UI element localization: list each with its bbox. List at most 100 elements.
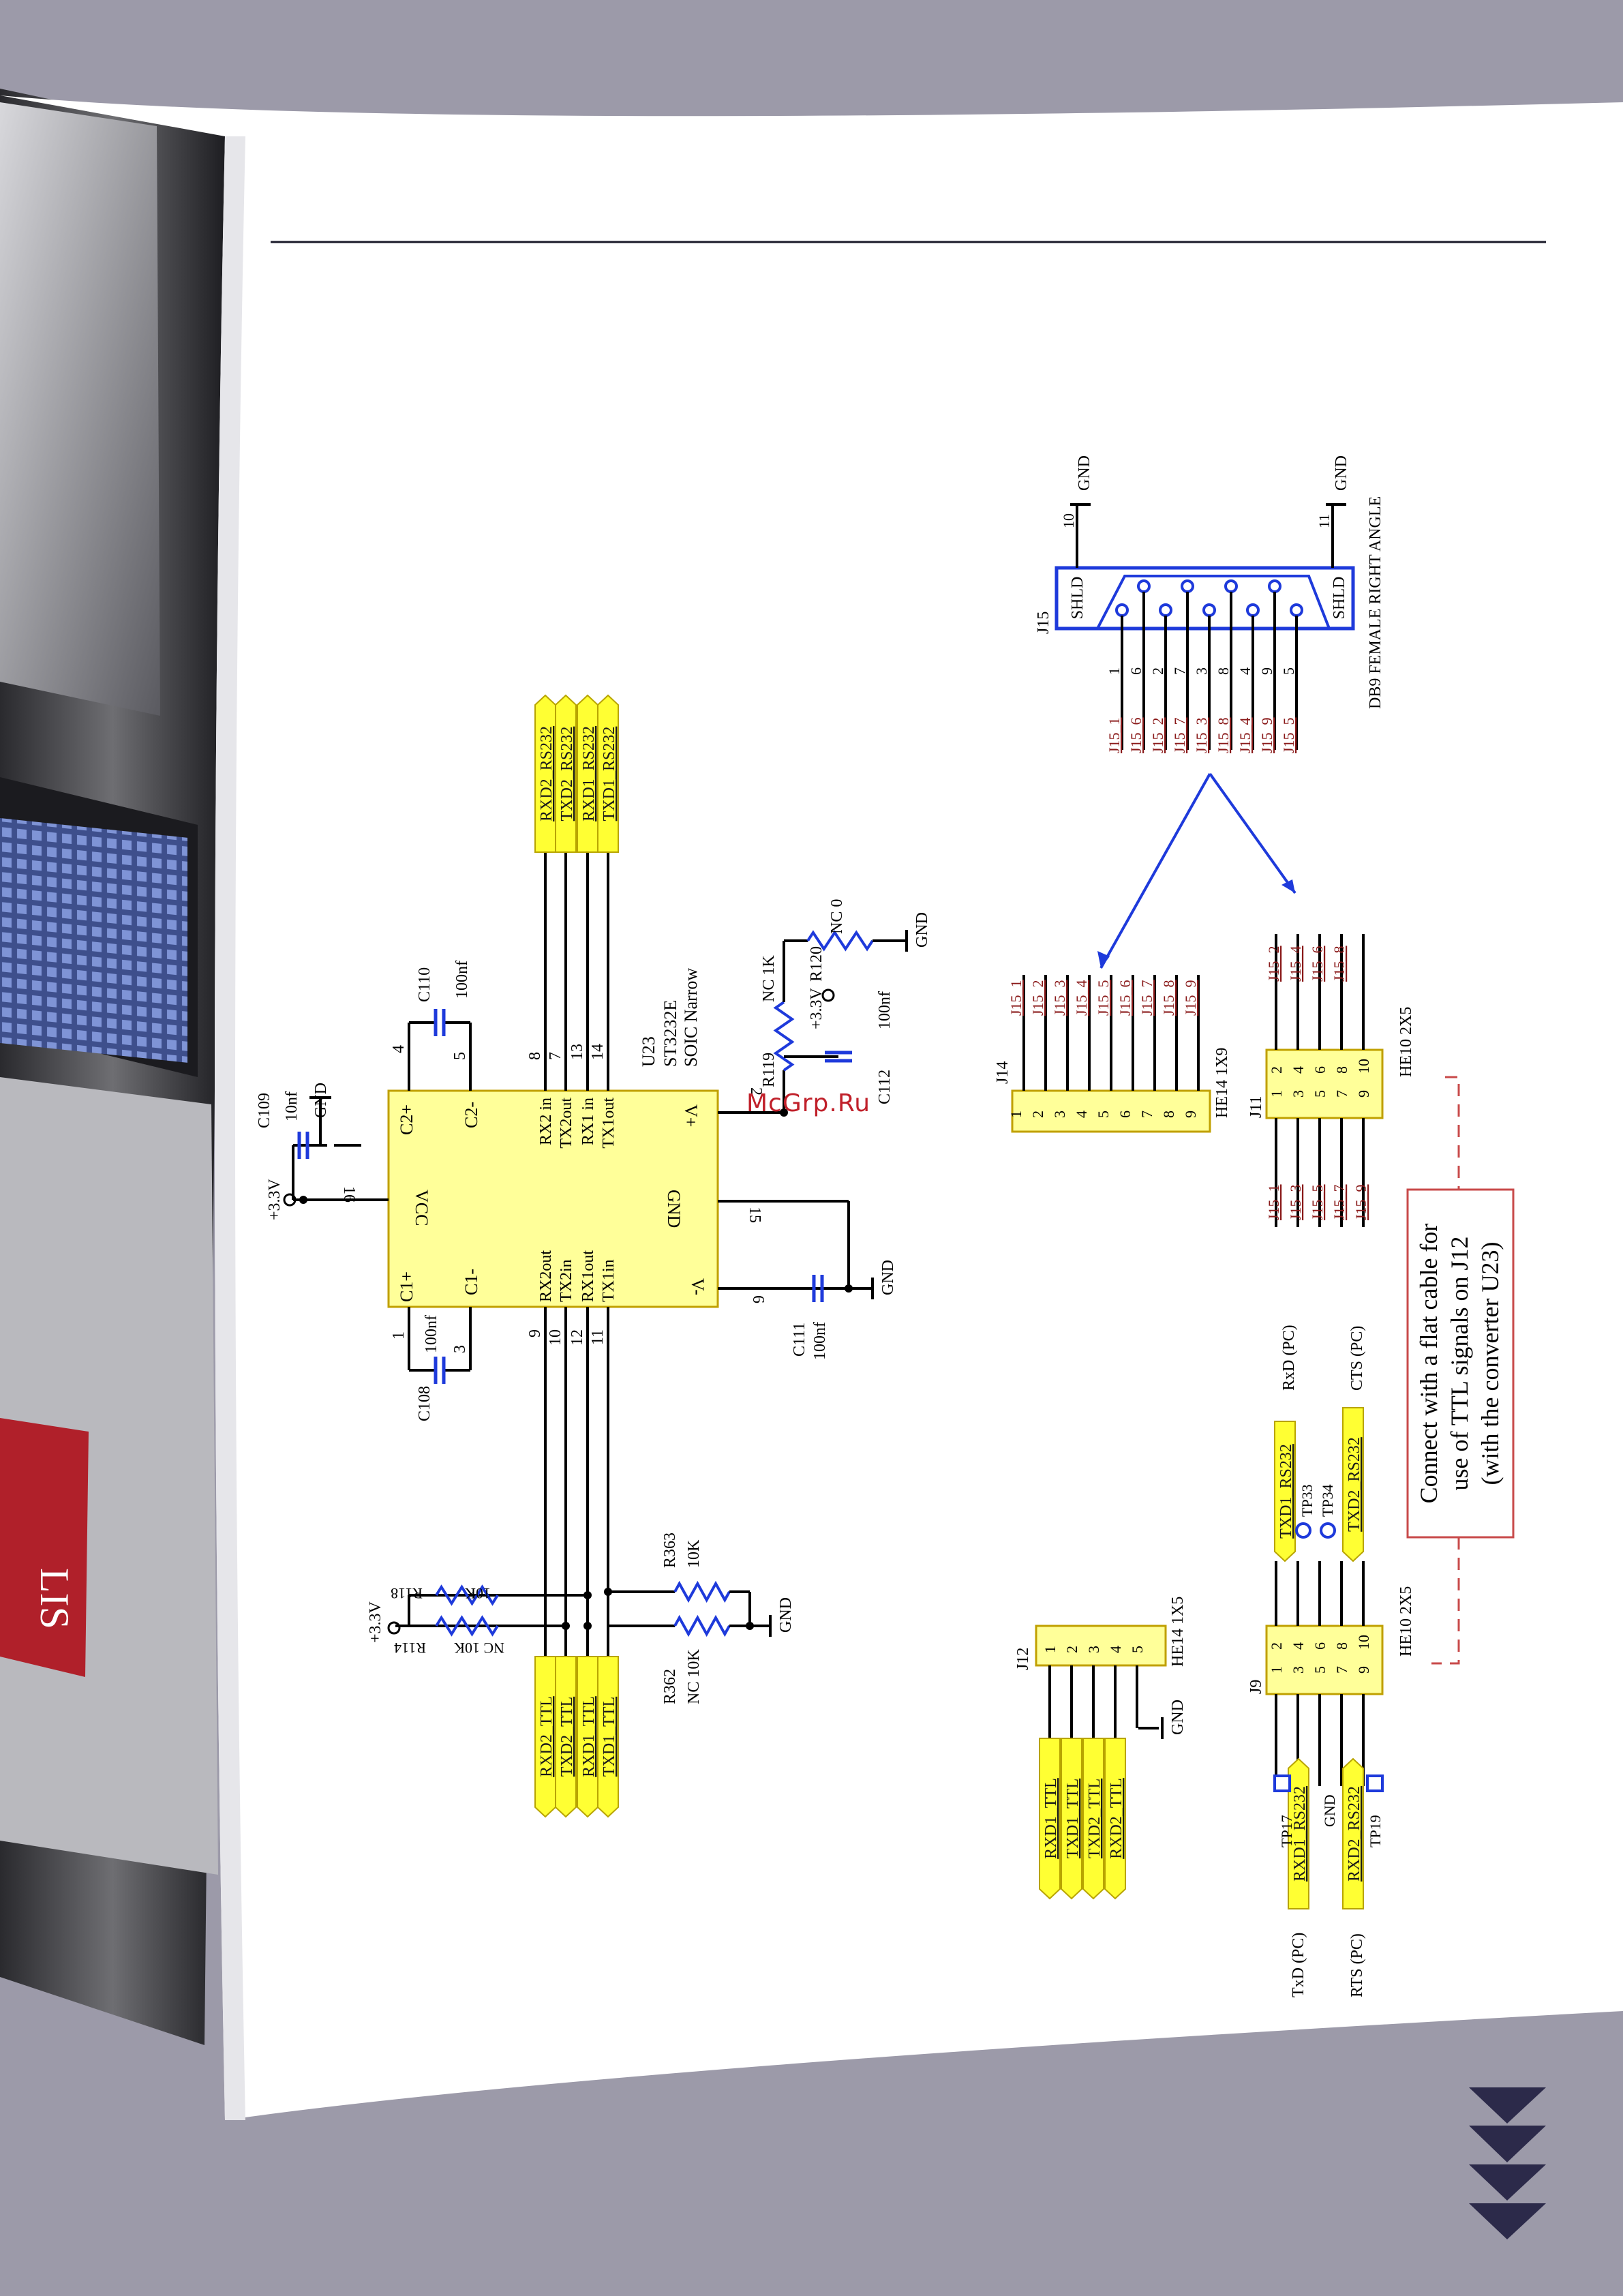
page-nav-arrows xyxy=(1469,2087,1546,2239)
j11-pin-num: 3 xyxy=(1290,1090,1307,1098)
j14-net: J15_6 xyxy=(1117,980,1134,1016)
j11-net-even: J15_6 xyxy=(1309,946,1326,982)
device-brand-label: LIS xyxy=(32,1568,77,1629)
j9-top-signal: RxD (PC) xyxy=(1280,1325,1298,1391)
note-line: Connect with a flat cable for xyxy=(1415,1224,1442,1504)
j9-pin-num: 1 xyxy=(1268,1666,1285,1674)
j15-net: J15_4 xyxy=(1237,717,1254,753)
u23-pin-name: TX2out xyxy=(558,1098,575,1149)
j14-pin-num: 9 xyxy=(1182,1111,1199,1118)
ground-label: GND xyxy=(1169,1700,1187,1735)
j9-ref: J9 xyxy=(1247,1680,1265,1694)
ground-label: GND xyxy=(879,1260,897,1295)
u23-pin-name: TX1in xyxy=(600,1259,618,1302)
j15-net: J15_9 xyxy=(1258,717,1275,753)
u23-pin-num: 3 xyxy=(451,1345,469,1353)
j14-net: J15_5 xyxy=(1095,980,1112,1016)
j15-shld-pin-num: 10 xyxy=(1060,513,1077,528)
r120-value: NC 0 xyxy=(828,899,846,934)
j11-pin-num: 1 xyxy=(1268,1090,1285,1098)
r119 xyxy=(773,1001,795,1072)
tp33-label: TP33 xyxy=(1299,1484,1316,1517)
j14-net: J15_4 xyxy=(1073,980,1090,1016)
u23-part: ST3232E xyxy=(661,1000,680,1067)
j14-pin-num: 6 xyxy=(1117,1111,1134,1118)
u23-pin-name: C2- xyxy=(461,1102,481,1128)
j14-pin-num: 1 xyxy=(1007,1111,1025,1118)
j15-pin-num: 5 xyxy=(1280,667,1297,675)
c109-ref: C109 xyxy=(256,1093,273,1128)
u23-pin-num: 9 xyxy=(526,1329,544,1338)
j15-net: J15_1 xyxy=(1106,717,1123,753)
j11-pin-num: 9 xyxy=(1355,1090,1372,1098)
j11-net-odd: J15_3 xyxy=(1287,1184,1304,1220)
j11-net-odd: J15_7 xyxy=(1331,1184,1348,1220)
j14-desc: HE14 1X9 xyxy=(1213,1048,1231,1118)
j15-pin-hole xyxy=(1224,579,1238,593)
j15-net: J15_3 xyxy=(1193,717,1210,753)
j15-pin-num: 4 xyxy=(1237,667,1254,675)
tp34-icon xyxy=(1320,1522,1336,1539)
j14-net: J15_7 xyxy=(1138,980,1155,1016)
j15-net: J15_8 xyxy=(1215,717,1232,753)
j12-flag-1 xyxy=(1061,1738,1082,1900)
j11-pin-num: 5 xyxy=(1311,1090,1329,1098)
j15-pin-hole xyxy=(1137,579,1151,593)
j12-pin-num: 5 xyxy=(1129,1646,1146,1653)
j12-flag-3 xyxy=(1104,1738,1126,1900)
tp33-icon xyxy=(1295,1522,1311,1539)
j9-flag-bottom-0-text: RXD1_RS232 xyxy=(1291,1786,1309,1882)
j14-pin-num: 8 xyxy=(1160,1111,1177,1118)
j9-pin-num: 4 xyxy=(1290,1642,1307,1650)
j11-net-odd: J15_5 xyxy=(1309,1184,1326,1220)
j12-pin-num: 1 xyxy=(1042,1646,1059,1653)
u23-pin-num: 1 xyxy=(390,1331,408,1340)
u23-pin-num: 12 xyxy=(568,1329,586,1346)
j11-pin-num: 7 xyxy=(1333,1090,1350,1098)
note-box xyxy=(1406,1188,1515,1539)
note-line: (with the converter U23) xyxy=(1476,1242,1504,1485)
arrowhead-j11 xyxy=(1281,879,1295,893)
j14-pin-num: 3 xyxy=(1051,1111,1068,1118)
ground-label: GND xyxy=(777,1597,795,1633)
ground-label: GND xyxy=(913,912,931,948)
j14-ref: J14 xyxy=(994,1061,1012,1084)
j11-net-odd: J15_9 xyxy=(1352,1184,1369,1220)
c112-power-label: +3.3V xyxy=(808,987,825,1029)
ttl-flag-0-text: RXD2_TTL xyxy=(538,1696,556,1777)
j14-net: J15_2 xyxy=(1029,980,1046,1016)
u23-pin-num: 7 xyxy=(547,1052,564,1060)
j9-pin-num: 3 xyxy=(1290,1666,1307,1674)
j12-flag-0-text: RXD1_TTL xyxy=(1042,1778,1060,1859)
j9-flag-top-0 xyxy=(1274,1421,1296,1562)
j15-net: J15_7 xyxy=(1171,717,1188,753)
ttl-flag-3-text: TXD1_TTL xyxy=(601,1697,618,1777)
j9-flag-bottom-0 xyxy=(1288,1757,1309,1909)
j14-pin-num: 4 xyxy=(1073,1111,1090,1118)
j9-pin-num: 10 xyxy=(1355,1635,1372,1650)
r363-ref: R363 xyxy=(661,1532,679,1568)
j12-flag-3-text: RXD2_TTL xyxy=(1108,1778,1125,1859)
ttl-flag-2-text: RXD1_TTL xyxy=(580,1696,598,1777)
ttl-flag-2 xyxy=(577,1656,598,1818)
j15-pin-num: 1 xyxy=(1106,667,1123,675)
j11-ref: J11 xyxy=(1247,1096,1265,1118)
rs232-flag-1-text: TXD2_RS232 xyxy=(558,727,576,821)
ttl-flag-0 xyxy=(534,1656,556,1818)
r118-value: 10K xyxy=(465,1585,491,1602)
j11-net-even: J15_2 xyxy=(1265,946,1282,982)
j15-shld-right: SHLD xyxy=(1331,577,1348,620)
j14-net: J15_8 xyxy=(1160,980,1177,1016)
j15-desc: DB9 FEMALE RIGHT ANGLE xyxy=(1367,496,1384,709)
j12-desc: HE14 1X5 xyxy=(1169,1597,1187,1667)
watermark: McGrp.Ru xyxy=(746,1089,871,1117)
j12-pin-num: 4 xyxy=(1107,1646,1124,1653)
c112-ref: C112 xyxy=(876,1070,894,1104)
j15-ref: J15 xyxy=(1035,611,1052,634)
u23-pin-name: RX2 in xyxy=(537,1098,555,1145)
j14-net: J15_3 xyxy=(1051,980,1068,1016)
j9-desc: HE10 2X5 xyxy=(1397,1586,1415,1657)
j12-body xyxy=(1035,1625,1167,1667)
j12-pin-num: 2 xyxy=(1063,1646,1080,1653)
